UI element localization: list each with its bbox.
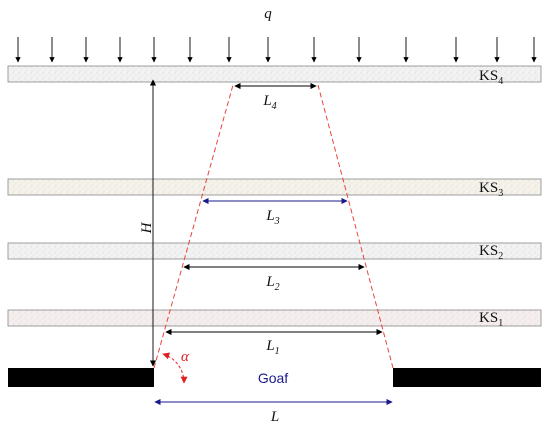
height-label: H bbox=[139, 221, 155, 234]
caving-boundary bbox=[153, 84, 394, 369]
caving-boundary-left bbox=[153, 84, 234, 369]
stratum-label-ks1: KS1 bbox=[479, 310, 503, 329]
coal-seam-left bbox=[8, 368, 154, 387]
stratum-label-ks3: KS3 bbox=[479, 180, 503, 199]
key-stratum-3 bbox=[7, 178, 542, 196]
base-span-label: L bbox=[270, 409, 279, 425]
span-label-l3: L3 bbox=[265, 208, 279, 227]
span-label-l1: L1 bbox=[265, 338, 279, 357]
distributed-load-arrows bbox=[15, 37, 537, 63]
caving-boundary-right bbox=[317, 84, 394, 369]
span-label-l4: L4 bbox=[262, 93, 276, 112]
key-stratum-4 bbox=[7, 65, 542, 83]
span-label-l2: L2 bbox=[265, 274, 279, 293]
coal-seam-right bbox=[393, 368, 541, 387]
goaf-label: Goaf bbox=[258, 370, 288, 386]
key-stratum-2 bbox=[7, 242, 542, 260]
load-label: q bbox=[264, 6, 272, 22]
stratum-label-ks4: KS4 bbox=[479, 68, 503, 87]
angle-label: α bbox=[181, 349, 190, 365]
key-stratum-1 bbox=[7, 309, 542, 327]
stratum-label-ks2: KS2 bbox=[479, 243, 503, 262]
